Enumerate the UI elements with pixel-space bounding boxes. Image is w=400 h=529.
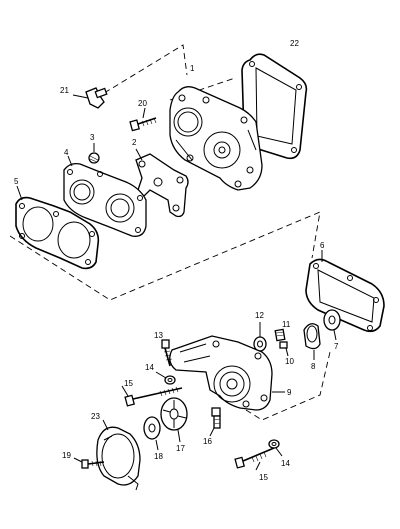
washer-part-12	[253, 322, 267, 352]
callout-8: 8	[311, 362, 316, 371]
bolt-part-15-upper	[121, 385, 183, 407]
callout-16: 16	[203, 437, 212, 446]
callout-15-lower: 15	[259, 473, 268, 482]
cap-nut-part-3	[88, 143, 100, 164]
adapter-housing-part-1	[169, 86, 263, 191]
callout-20: 20	[138, 99, 147, 108]
bolt-part-15-lower	[234, 447, 275, 471]
flange-part-4	[63, 155, 147, 237]
callout-labels: 1 2 3 4 5 6 7 8 9 10 11 12 13 14 14 15 1…	[14, 39, 339, 482]
bolt-part-19	[73, 457, 105, 469]
plate-part-2	[135, 148, 189, 218]
fitting-part-16	[209, 407, 221, 437]
callout-15-upper: 15	[124, 379, 133, 388]
gasket-part-5	[15, 185, 100, 270]
washer-part-14-lower	[268, 439, 283, 457]
elbow-fitting-part-21	[72, 87, 108, 109]
pump-body-part-9	[169, 335, 285, 411]
callout-14-lower: 14	[281, 459, 290, 468]
callout-4: 4	[64, 148, 69, 157]
callout-7: 7	[334, 342, 339, 351]
bolt-part-13	[161, 339, 173, 367]
callout-17: 17	[176, 444, 185, 453]
callout-14-upper: 14	[145, 363, 154, 372]
bolt-part-20	[129, 107, 157, 132]
callout-11: 11	[282, 320, 291, 329]
impeller-part-17	[160, 397, 188, 443]
plug-part-10	[279, 341, 289, 357]
callout-18: 18	[154, 452, 163, 461]
pump-gasket-part-6	[305, 250, 385, 333]
callout-23: 23	[91, 412, 100, 421]
callout-1: 1	[190, 64, 195, 73]
callout-22: 22	[290, 39, 299, 48]
fitting-part-11	[274, 328, 286, 342]
callout-19: 19	[62, 451, 71, 460]
callout-10: 10	[285, 357, 294, 366]
callout-3: 3	[90, 133, 95, 142]
washer-part-14-upper	[155, 371, 176, 385]
callout-9: 9	[287, 388, 292, 397]
callout-6: 6	[320, 241, 325, 250]
cap-part-8	[303, 323, 321, 360]
callout-21: 21	[60, 86, 69, 95]
callout-13: 13	[154, 331, 163, 340]
callout-12: 12	[255, 311, 264, 320]
seal-part-7	[323, 309, 341, 341]
seal-ring-part-18	[143, 416, 161, 451]
callout-5: 5	[14, 177, 19, 186]
end-cover-part-23	[96, 419, 141, 491]
callout-2: 2	[132, 138, 137, 147]
